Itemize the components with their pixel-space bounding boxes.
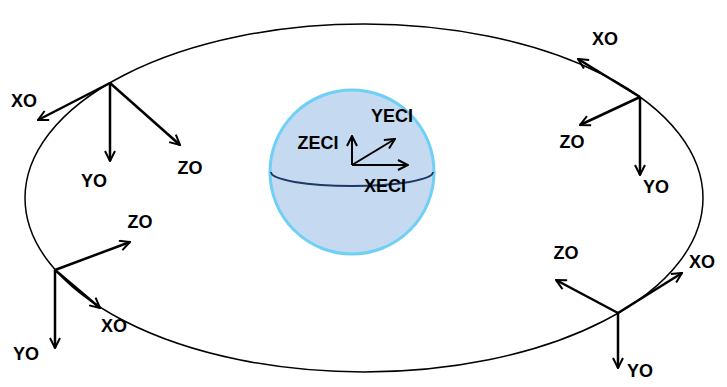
axis-label: XO [689, 253, 715, 271]
axis-label: ZO [178, 159, 203, 177]
axis-arrow [109, 83, 112, 161]
axis-arrow [617, 313, 620, 368]
axis-arrow [639, 97, 642, 175]
axis-label: ZECI [297, 134, 338, 152]
axis-arrow [352, 139, 395, 165]
axis-label: XECI [364, 177, 406, 195]
axis-arrow [110, 83, 180, 145]
axis-label: ZO [560, 133, 585, 151]
equator-line [271, 172, 433, 186]
axis-arrow [38, 83, 110, 120]
axis-label: YECI [371, 107, 413, 125]
orbit-frame [38, 83, 180, 161]
axis-label: YO [627, 362, 653, 380]
earth-sphere [270, 90, 434, 254]
axis-arrow [556, 280, 618, 313]
orbit-frame [556, 273, 682, 368]
axis-label: YO [643, 178, 669, 196]
axis-label: XO [592, 30, 618, 48]
axis-arrow [55, 270, 100, 308]
axis-arrow [352, 164, 408, 166]
axis-arrow [55, 242, 130, 270]
axis-arrow [580, 97, 640, 125]
axis-label: XO [11, 92, 37, 110]
axis-label: YO [81, 172, 107, 190]
orbit-ellipse [25, 24, 703, 372]
axis-label: ZO [128, 213, 153, 231]
axis-label: XO [101, 317, 127, 335]
axis-label: ZO [554, 244, 579, 262]
axis-arrow [618, 273, 682, 313]
axis-label: YO [13, 345, 39, 363]
axis-arrow [351, 136, 353, 165]
axis-arrow [54, 270, 57, 348]
orbit-frame [578, 59, 640, 175]
eci-axes [352, 136, 408, 165]
orbit-frame [55, 242, 130, 348]
axis-arrow [578, 59, 640, 97]
